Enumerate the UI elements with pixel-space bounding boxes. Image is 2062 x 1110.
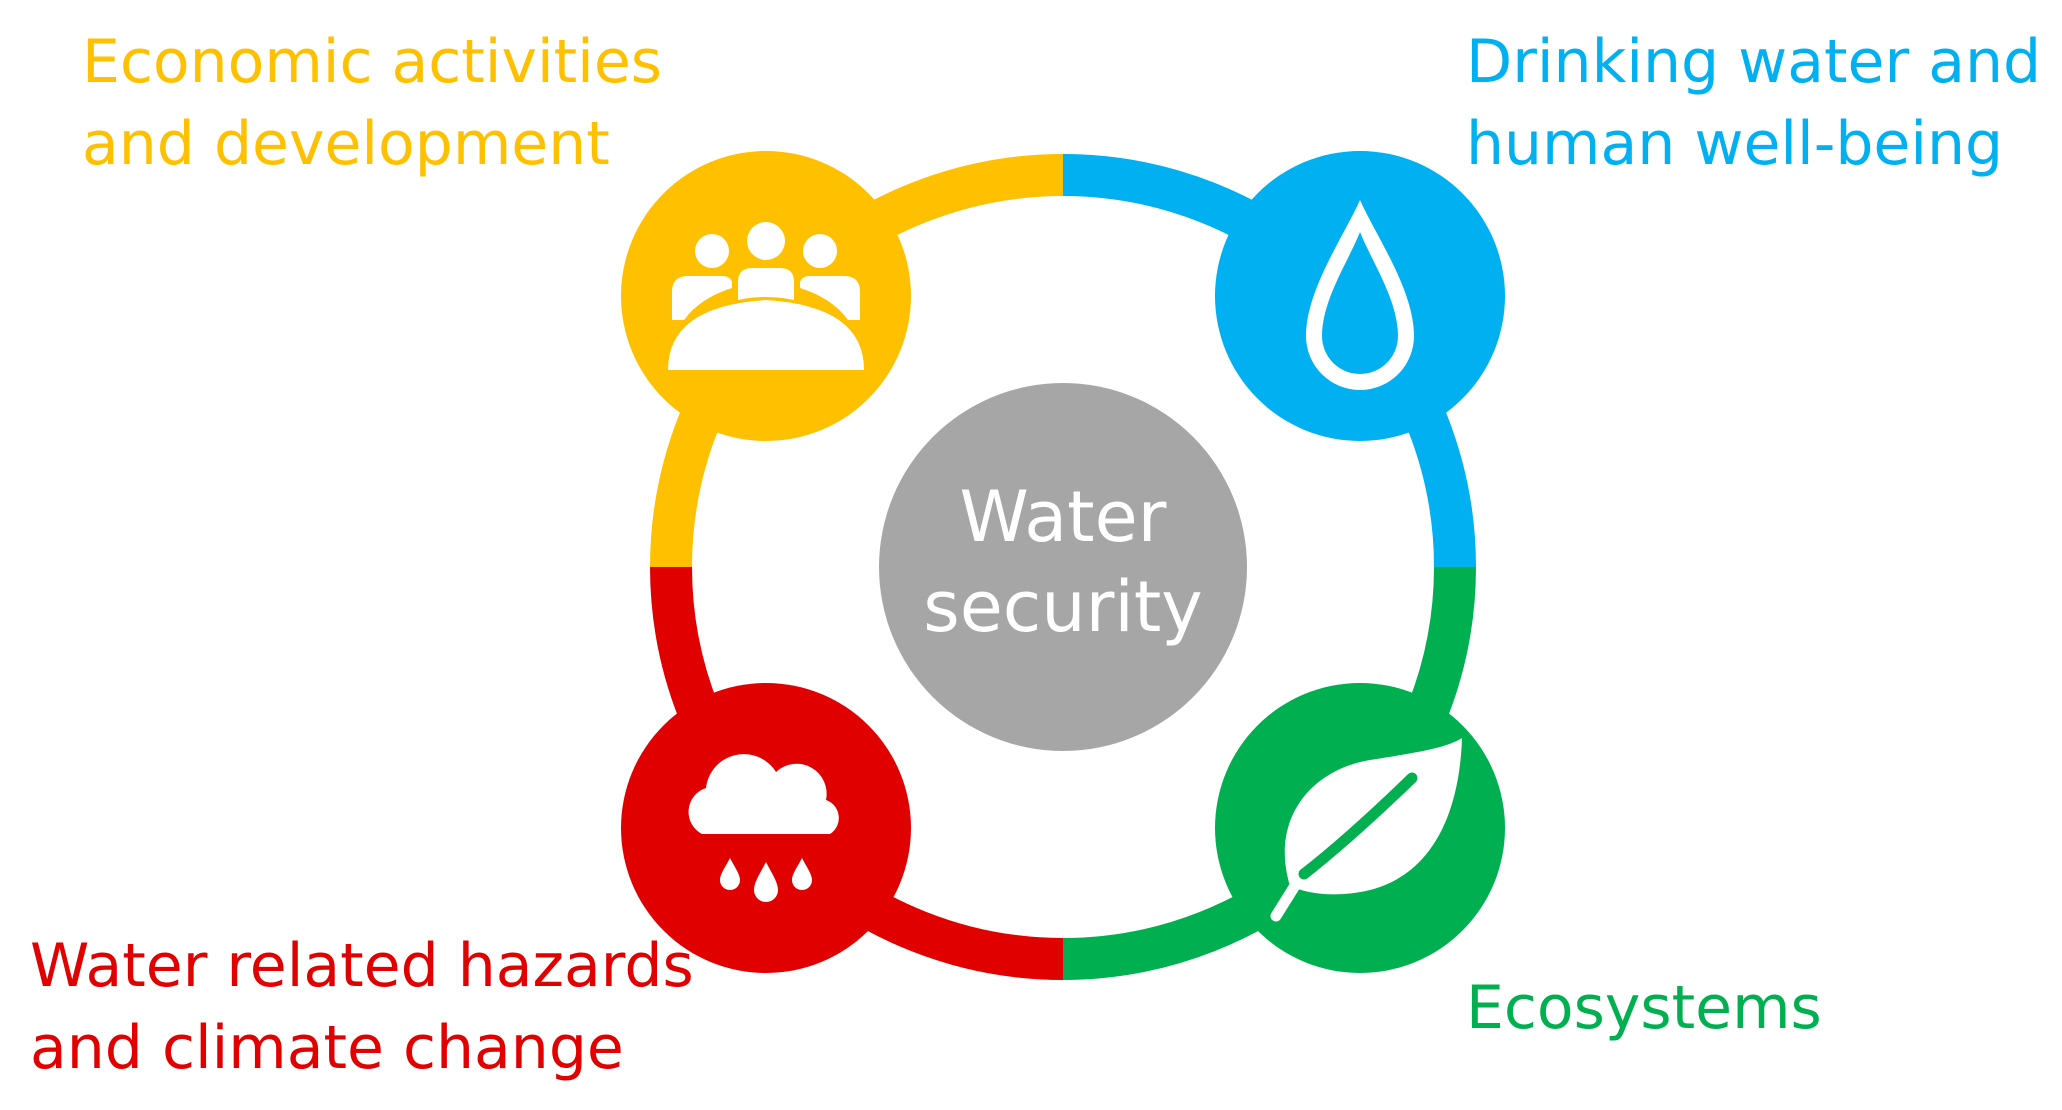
label-water-hazards: Water related hazards and climate change [30, 925, 694, 1089]
label-drinking-water: Drinking water and human well-being [1466, 21, 2041, 185]
node-hazards [621, 683, 911, 973]
center-title-line1: Water [960, 476, 1167, 558]
label-drinking-line2: human well-being [1466, 109, 2004, 179]
label-hazards-line2: and climate change [30, 1013, 624, 1083]
label-hazards-line1: Water related hazards [30, 931, 694, 1001]
people-group-icon [668, 222, 864, 370]
node-economic [621, 151, 911, 441]
label-economic-line1: Economic activities [82, 27, 663, 97]
label-drinking-line1: Drinking water and [1466, 27, 2042, 97]
label-ecosystems-line1: Ecosystems [1466, 973, 1822, 1043]
node-ecosystems [1215, 683, 1505, 973]
label-ecosystems: Ecosystems [1466, 967, 1822, 1049]
label-economic-activities: Economic activities and development [82, 21, 662, 185]
node-drinking [1215, 151, 1505, 441]
center-title-line2: security [923, 566, 1203, 648]
center-circle [879, 383, 1247, 751]
rain-cloud-icon [688, 754, 839, 902]
label-economic-line2: and development [82, 109, 610, 179]
leaf-icon [1270, 738, 1462, 922]
water-drop-icon [1306, 200, 1414, 390]
